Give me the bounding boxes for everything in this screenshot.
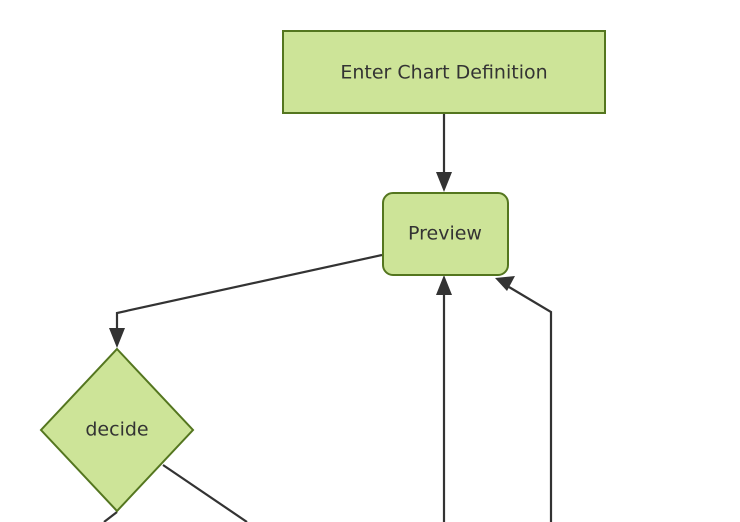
arrow-head-icon	[109, 328, 125, 348]
edge-decide-to-lower-right	[162, 464, 248, 522]
edge-decide-to-lower-left	[103, 511, 118, 522]
node-shape-rounded-rectangle	[382, 192, 509, 276]
node-decide[interactable]: decide	[39, 347, 195, 513]
edge-line	[162, 464, 248, 522]
edge-enter-chart-definition-to-preview	[436, 113, 452, 192]
node-label-decide: decide	[85, 419, 148, 441]
arrow-head-icon	[436, 275, 452, 295]
node-shape-rectangle	[282, 30, 606, 114]
arrow-head-icon	[436, 172, 452, 192]
node-enter-chart-definition[interactable]: Enter Chart Definition	[282, 30, 606, 114]
node-label-enter-chart-definition: Enter Chart Definition	[340, 62, 547, 84]
node-preview[interactable]: Preview	[382, 192, 509, 276]
node-label-preview: Preview	[408, 223, 482, 245]
edge-lower-right-to-preview	[495, 276, 553, 522]
edge-line	[508, 286, 553, 522]
edge-preview-to-decide	[109, 253, 383, 348]
edge-line	[103, 511, 118, 522]
arrow-head-icon	[495, 276, 515, 291]
edge-line	[115, 253, 383, 332]
node-shape-diamond	[39, 347, 195, 513]
edge-lower-left-to-preview	[436, 275, 452, 522]
